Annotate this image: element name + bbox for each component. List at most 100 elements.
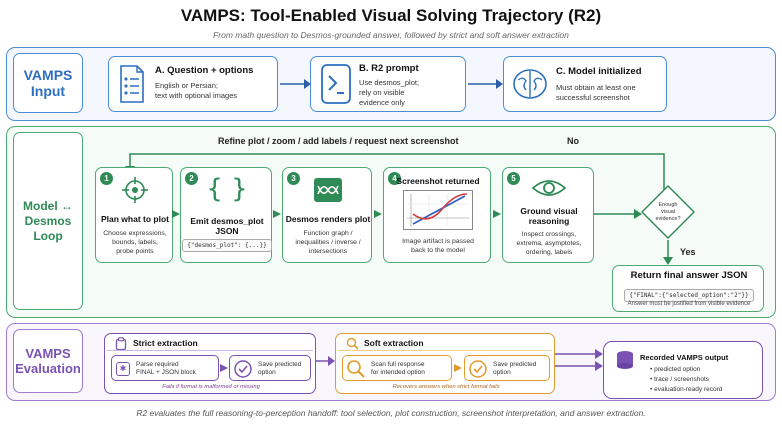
- final-answer-code: {"FINAL":{"selected_option":"2"}}: [624, 289, 754, 302]
- arrow-step4-to-step5: [493, 210, 501, 218]
- soft-scan-line2: for intended option: [371, 369, 425, 376]
- step-1-box: 1 Plan what to plot Choose expressions, …: [95, 167, 173, 263]
- strict-parse-step: ✱ Parse required FINAL + JSON block: [111, 355, 219, 381]
- input-b-line1: Use desmos_plot;: [359, 78, 420, 87]
- step-2-title: Emit desmos_plot JSON: [190, 216, 264, 236]
- input-a-title: A. Question + options: [155, 65, 254, 76]
- arrow-step5-to-decision: [594, 209, 642, 219]
- arrow-step1-to-step2: [172, 210, 180, 218]
- step-3-line1: Function graph /: [303, 230, 353, 237]
- strict-parse-line2: FINAL + JSON block: [136, 369, 196, 376]
- step-5-line2: extrema, asymptotes,: [516, 240, 582, 247]
- input-a-line1: English or Persian;: [155, 81, 218, 90]
- step-5-title-line2: reasoning: [528, 216, 570, 226]
- step-2-box: 2 { } Emit desmos_plot JSON {"desmos_plo…: [180, 167, 272, 263]
- soft-note: Recovers answers when strict format fail…: [392, 384, 500, 390]
- strict-save-line2: option: [258, 369, 276, 376]
- soft-save-line2: option: [493, 369, 511, 376]
- input-c-title: C. Model initialized: [556, 66, 642, 77]
- input-b-box: B. R2 prompt Use desmos_plot; rely on vi…: [310, 56, 466, 112]
- step-5-line3: ordering, labels: [525, 249, 573, 256]
- arrows-to-record: [555, 349, 603, 371]
- curly-braces-icon: { }: [206, 174, 248, 204]
- document-list-icon: [120, 65, 144, 103]
- arrow-b-to-c: [468, 79, 503, 89]
- final-answer-note: Answer must be justified from visible ev…: [627, 301, 751, 307]
- input-a-box: A. Question + options English or Persian…: [108, 56, 278, 112]
- step-4-line1: Image artifact is passed: [402, 238, 474, 245]
- input-c-box: C. Model initialized Must obtain at leas…: [503, 56, 667, 112]
- clipboard-icon: [115, 337, 127, 350]
- soft-save-line1: Save predicted: [493, 361, 537, 368]
- decision-diamond: [641, 185, 695, 239]
- arrow-strict-to-soft: [316, 356, 335, 366]
- terminal-prompt-icon: [321, 64, 351, 104]
- step-5-line1: Inspect crossings,: [521, 231, 577, 238]
- recorded-output-box: Recorded VAMPS output • predicted option…: [603, 341, 763, 399]
- final-answer-box: Return final answer JSON {"FINAL":{"sele…: [612, 265, 764, 312]
- record-item: • trace / screenshots: [650, 376, 710, 383]
- arrow-step3-to-step4: [374, 210, 382, 218]
- soft-scan-line1: Scan full response: [371, 361, 425, 368]
- strict-save-line1: Save predicted: [258, 361, 302, 368]
- step-1-line1: Choose expressions,: [103, 230, 167, 237]
- step-3-title: Desmos renders plot: [285, 214, 371, 224]
- arrow-scan-to-save: [454, 364, 462, 372]
- strict-parse-line1: Parse required: [136, 361, 179, 368]
- strict-note: Fails if format is malformed or missing: [162, 384, 260, 390]
- check-circle-icon: [234, 360, 252, 378]
- eye-icon: [531, 180, 567, 196]
- step-1-number: 1: [100, 172, 113, 185]
- record-item: • evaluation-ready record: [650, 386, 723, 393]
- step-1-line2: bounds, labels,: [112, 239, 158, 246]
- magnifier-icon: [346, 337, 359, 350]
- crosshair-target-icon: [122, 177, 148, 203]
- brain-icon: [513, 69, 547, 99]
- step-4-number: 4: [388, 172, 401, 185]
- step-5-title-line1: Ground visual: [520, 206, 578, 216]
- input-b-title: B. R2 prompt: [359, 63, 419, 74]
- soft-save-step: Save predicted option: [464, 355, 550, 381]
- step-4-line2: back to the model: [411, 247, 465, 254]
- diagram-subtitle: From math question to Desmos-grounded an…: [213, 30, 569, 40]
- graph-screenshot-icon: [403, 190, 473, 230]
- input-c-line2: successful screenshot: [556, 93, 630, 102]
- strict-extraction-title: Strict extraction: [133, 338, 198, 348]
- input-b-line3: evidence only: [359, 98, 405, 107]
- diagram-title: VAMPS: Tool-Enabled Visual Solving Traje…: [180, 6, 602, 25]
- magnifier-icon: [347, 360, 365, 378]
- check-circle-icon: [469, 360, 487, 378]
- arrow-step2-to-step3: [273, 210, 281, 218]
- arrow-a-to-b: [280, 79, 311, 89]
- final-answer-title: Return final answer JSON: [630, 270, 748, 281]
- decision-text: Enough visual evidence?: [655, 202, 681, 222]
- desmos-logo-icon: [314, 178, 342, 202]
- database-icon: [617, 351, 633, 369]
- yes-label: Yes: [680, 247, 696, 257]
- regex-icon: ✱: [116, 362, 130, 376]
- step-3-number: 3: [287, 172, 300, 185]
- step-3-line3: intersections: [308, 248, 348, 255]
- step-1-title: Plan what to plot: [101, 214, 169, 224]
- input-a-line2: text with optional images: [155, 91, 238, 100]
- step-3-box: 3 Desmos renders plot Function graph / i…: [282, 167, 372, 263]
- soft-extraction-title: Soft extraction: [364, 338, 424, 348]
- record-item: • predicted option: [650, 366, 701, 373]
- step-5-box: 5 Ground visual reasoning Inspect crossi…: [502, 167, 594, 263]
- step-2-code: {"desmos_plot": {...}}: [182, 239, 272, 252]
- refine-loop-label: Refine plot / zoom / add labels / reques…: [218, 136, 459, 146]
- diagram-footer: R2 evaluates the full reasoning-to-perce…: [136, 408, 646, 418]
- arrow-parse-to-save: [220, 364, 228, 372]
- soft-scan-step: Scan full response for intended option: [342, 355, 452, 381]
- recorded-output-title: Recorded VAMPS output: [640, 353, 729, 362]
- step-3-line2: inequalities / inverse /: [295, 239, 361, 246]
- arrow-decision-to-final: [663, 240, 673, 265]
- strict-extraction-box: Strict extraction ✱ Parse required FINAL…: [104, 333, 316, 394]
- step-5-number: 5: [507, 172, 520, 185]
- input-b-line2: rely on visible: [359, 88, 405, 97]
- input-c-line1: Must obtain at least one: [556, 83, 636, 92]
- step-1-line3: probe points: [116, 248, 154, 255]
- step-4-title: Screenshot returned: [396, 176, 480, 186]
